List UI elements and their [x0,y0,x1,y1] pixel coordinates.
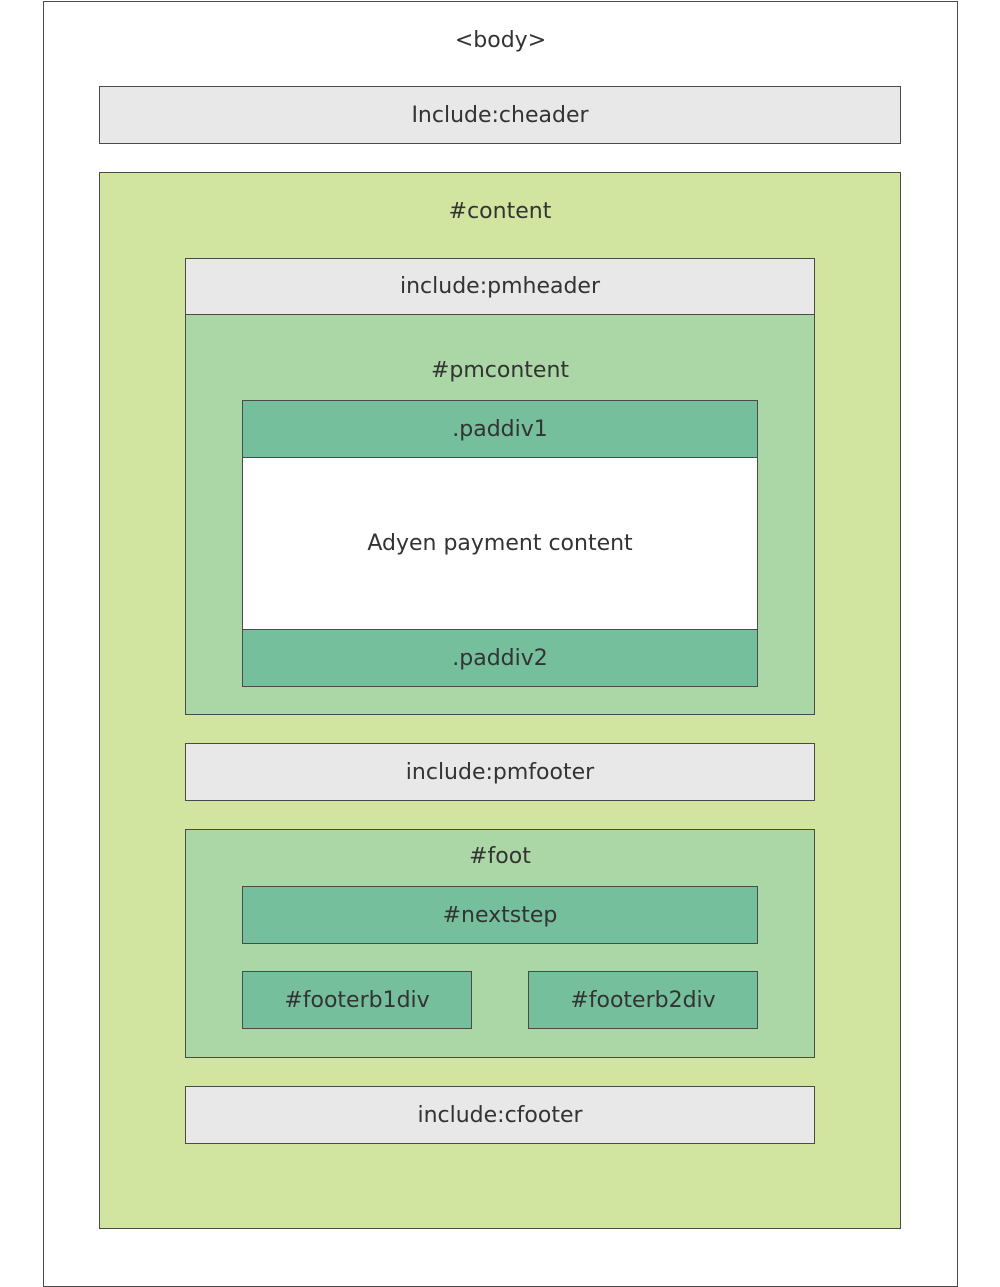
paddiv1-label: .paddiv1 [452,416,548,442]
body-label: <body> [454,28,547,53]
foot-label: #foot [469,844,531,869]
nextstep-box: #nextstep [242,886,758,944]
payment-content-box: Adyen payment content [242,457,758,630]
pmcontent-label: #pmcontent [430,358,570,383]
pmfooter-box: include:pmfooter [185,743,815,801]
pmfooter-label: include:pmfooter [405,759,595,785]
footerb2div-box: #footerb2div [528,971,758,1029]
paddiv1-box: .paddiv1 [242,400,758,458]
footerb2div-label: #footerb2div [570,987,716,1013]
footerb1div-label: #footerb1div [284,987,430,1013]
cheader-box: Include:cheader [99,86,901,144]
paddiv2-box: .paddiv2 [242,629,758,687]
paddiv2-label: .paddiv2 [452,645,548,671]
cheader-label: Include:cheader [411,102,589,128]
cfooter-label: include:cfooter [417,1102,583,1128]
pmheader-box: include:pmheader [185,258,815,315]
payment-content-label: Adyen payment content [367,531,633,556]
footerb1div-box: #footerb1div [242,971,472,1029]
cfooter-box: include:cfooter [185,1086,815,1144]
content-label: #content [448,199,552,224]
pmheader-label: include:pmheader [399,274,601,299]
nextstep-label: #nextstep [442,902,558,928]
